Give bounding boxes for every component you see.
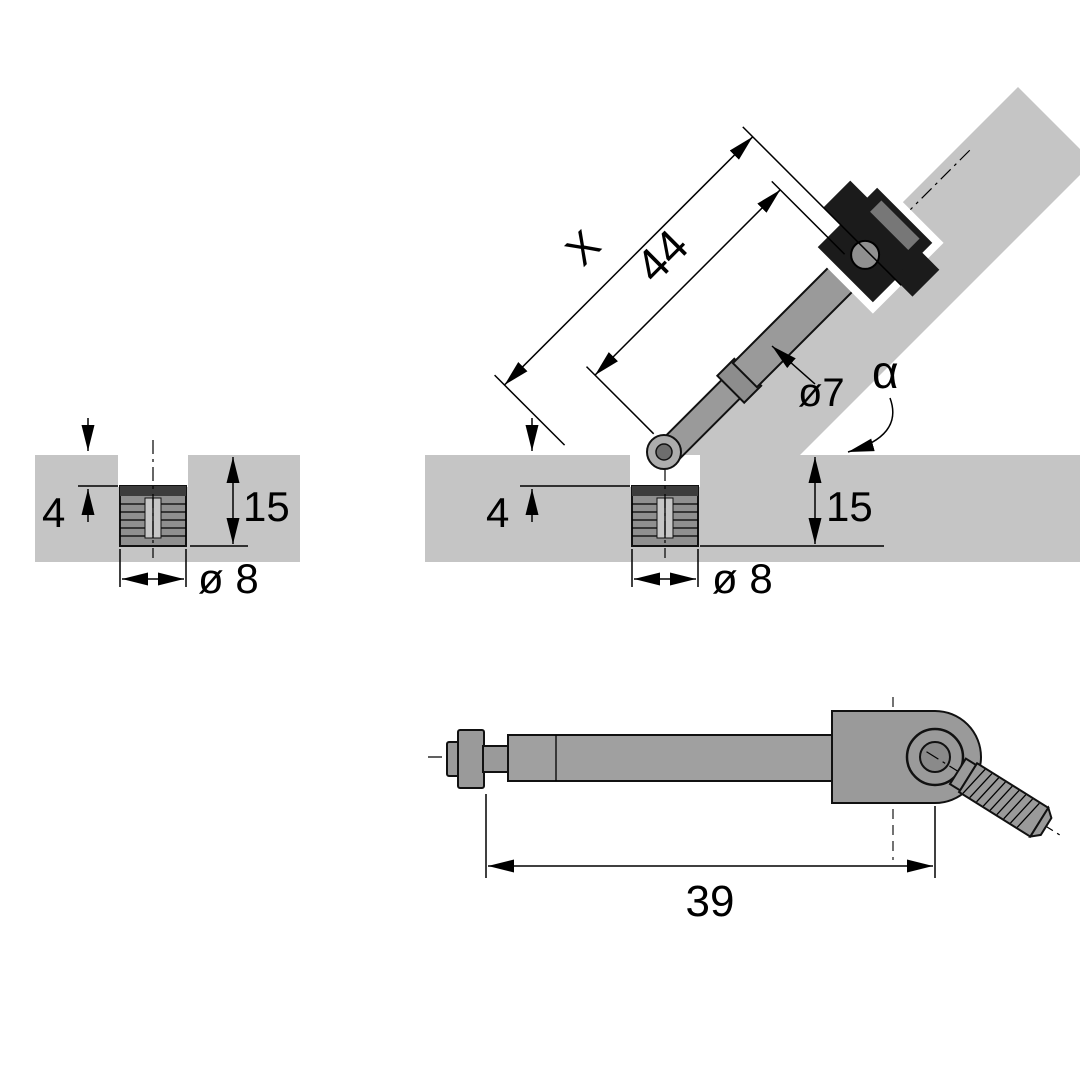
dimension-line xyxy=(594,189,781,376)
head-neck xyxy=(482,745,510,773)
dim-label-variable-length: X xyxy=(556,221,609,274)
cam-screw xyxy=(850,239,881,270)
dim-label-hole-depth: 15 xyxy=(243,483,290,530)
dowel-collar xyxy=(632,486,698,496)
thread-hatch xyxy=(962,768,1040,828)
dim-hole-diameter-right: ø 8 xyxy=(631,549,773,602)
housing-tab-right xyxy=(894,251,940,297)
dim-hole-depth-right: 15 xyxy=(700,457,884,547)
dim-hole-diameter-left: ø 8 xyxy=(119,549,259,602)
leader-line xyxy=(771,345,816,385)
dim-recess-depth-right: 4 xyxy=(486,418,630,536)
extension-line xyxy=(494,374,566,446)
callout-shaft-diameter: ø7 xyxy=(771,345,845,415)
threaded-end xyxy=(926,751,1060,838)
ball-hinge-inner xyxy=(655,443,673,461)
housing-insert xyxy=(870,200,920,250)
dim-label-hole-depth: 15 xyxy=(826,483,873,530)
dowel-collar xyxy=(120,486,186,496)
bolt-head xyxy=(446,729,510,789)
angled-bolt-assembly xyxy=(494,126,971,461)
dim-label-bolt-length: 44 xyxy=(625,219,698,292)
dim-label-shank-length: 39 xyxy=(686,877,735,926)
dim-label-recess-depth: 4 xyxy=(486,489,509,536)
dim-hole-depth-left: 15 xyxy=(190,457,290,547)
thread-body xyxy=(957,761,1050,838)
thread-tip xyxy=(1028,805,1053,838)
dimension-line xyxy=(503,136,754,386)
dim-shank-length: 39 xyxy=(485,794,936,926)
left-cross-section: 4 15 ø 8 xyxy=(35,418,300,602)
extension-line xyxy=(585,366,655,435)
dim-label-hole-diameter: ø 8 xyxy=(712,555,773,602)
dim-bolt-length xyxy=(585,180,846,435)
right-cross-section: X 44 ø7 α 4 15 ø 8 xyxy=(425,87,1080,602)
dim-label-angle: α xyxy=(872,346,899,398)
dim-label-recess-depth: 4 xyxy=(42,489,65,536)
callout-angle: α xyxy=(847,346,899,453)
dim-label-hole-diameter: ø 8 xyxy=(198,555,259,602)
dim-label-shaft-diameter: ø7 xyxy=(798,371,845,415)
extension-line xyxy=(771,180,846,255)
angle-arc-arrow xyxy=(847,397,894,453)
head-flange xyxy=(457,729,485,789)
extension-line xyxy=(742,126,902,286)
housing-tab-left xyxy=(823,180,869,226)
bolt-side-view: 39 xyxy=(428,697,1060,926)
pivot-outer xyxy=(905,727,965,787)
dim-recess-depth-left: 4 xyxy=(42,418,118,536)
